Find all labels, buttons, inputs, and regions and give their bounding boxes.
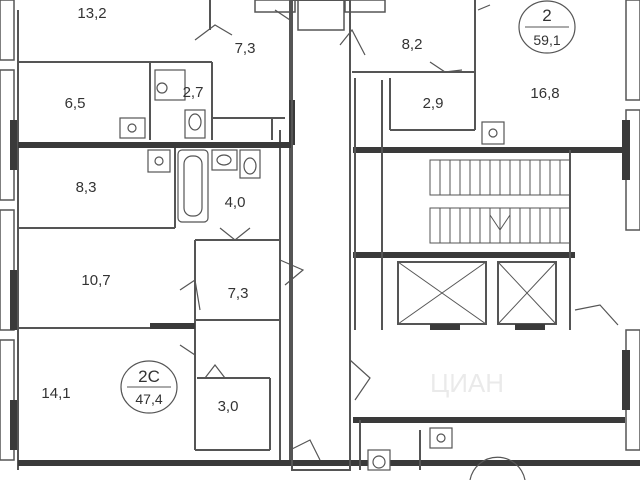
- room-area-2-9: 2,9: [423, 95, 444, 112]
- left-windows: [0, 0, 18, 461]
- room-area-13-2: 13,2: [77, 5, 106, 22]
- room-area-7-3-mid: 7,3: [228, 285, 249, 302]
- doors: [179, 4, 619, 461]
- room-area-14-1: 14,1: [41, 385, 70, 402]
- room-area-10-7: 10,7: [81, 272, 110, 289]
- room-area-8-3: 8,3: [76, 179, 97, 196]
- apartment-2c-name: 2С: [138, 367, 160, 386]
- fixtures: [119, 69, 505, 471]
- room-area-4-0: 4,0: [225, 194, 246, 211]
- right-apartment-walls: [352, 0, 571, 470]
- room-area-3-0: 3,0: [218, 398, 239, 415]
- room-area-8-2: 8,2: [402, 36, 423, 53]
- corridor: [254, 0, 386, 471]
- elevators: [397, 261, 557, 330]
- room-area-2-7: 2,7: [183, 84, 204, 101]
- room-area-7-3-top: 7,3: [235, 40, 256, 57]
- left-apartment-walls: [17, 0, 291, 470]
- apartment-2c-area: 47,4: [135, 391, 162, 407]
- apartment-2-label: 2 59,1: [518, 0, 576, 54]
- thick-walls: [18, 100, 640, 466]
- apartment-label-partial: [469, 456, 526, 480]
- room-area-6-5: 6,5: [65, 95, 86, 112]
- room-area-16-8: 16,8: [530, 85, 559, 102]
- apartment-2-area: 59,1: [533, 32, 560, 48]
- apartment-2-name: 2: [542, 6, 551, 25]
- apartment-2c-label: 2С 47,4: [120, 360, 178, 414]
- staircase: [429, 159, 571, 244]
- watermark-text: ЦИАН: [430, 368, 504, 398]
- right-windows: [622, 0, 640, 451]
